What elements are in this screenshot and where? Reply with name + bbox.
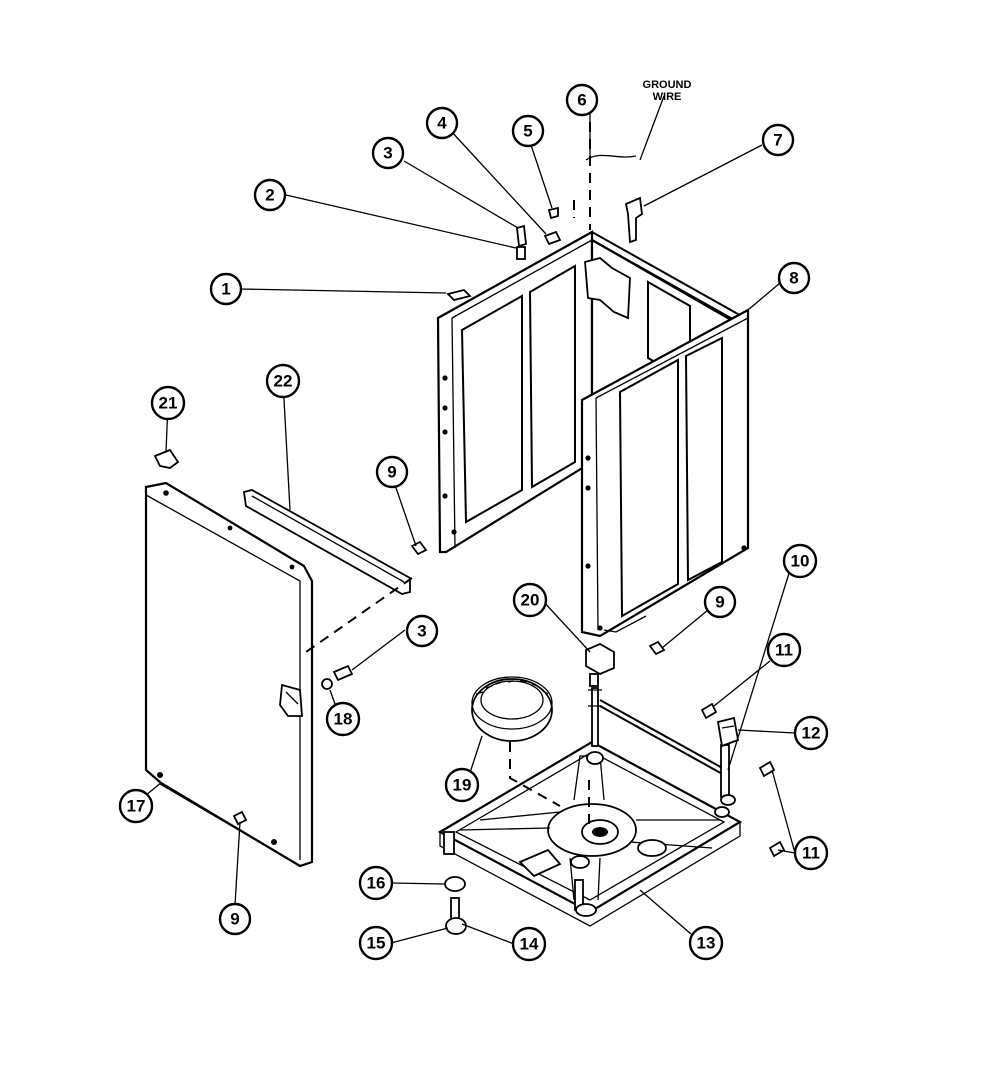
- front-panel-part: [144, 481, 314, 868]
- callout-4: 4: [425, 106, 459, 140]
- annotation-line-2: WIRE: [653, 91, 682, 103]
- svg-text:3: 3: [383, 144, 392, 163]
- callout-11-upper: 11: [766, 632, 802, 668]
- callout-21: 21: [150, 385, 186, 421]
- svg-text:22: 22: [274, 372, 293, 391]
- svg-text:2: 2: [265, 186, 274, 205]
- tub-ring-part: [471, 676, 553, 742]
- callout-8: 8: [777, 261, 811, 295]
- svg-text:5: 5: [523, 122, 532, 141]
- callout-9-cabinet: 9: [375, 455, 409, 489]
- svg-text:11: 11: [775, 641, 793, 660]
- svg-text:20: 20: [521, 591, 540, 610]
- svg-text:8: 8: [789, 269, 798, 288]
- callout-6: 6: [565, 83, 599, 117]
- callout-14: 14: [511, 926, 547, 962]
- callout-12: 12: [793, 715, 829, 751]
- svg-text:9: 9: [230, 910, 239, 929]
- callout-3: 3: [371, 136, 405, 170]
- callout-20: 20: [512, 582, 548, 618]
- callout-22: 22: [265, 363, 301, 399]
- callout-7: 7: [761, 123, 795, 157]
- svg-text:11: 11: [802, 844, 820, 863]
- svg-text:16: 16: [367, 874, 386, 893]
- svg-text:1: 1: [221, 280, 230, 299]
- svg-text:12: 12: [802, 724, 821, 743]
- bracket-part: [716, 716, 740, 748]
- svg-text:21: 21: [159, 394, 178, 413]
- annotation-line-1: GROUND: [643, 79, 692, 91]
- svg-text:18: 18: [334, 710, 353, 729]
- callout-19: 19: [444, 767, 480, 803]
- leader-lines: [139, 95, 796, 945]
- callout-3-front: 3: [405, 614, 439, 648]
- callout-13: 13: [688, 925, 724, 961]
- callout-9-front-panel: 9: [218, 902, 252, 936]
- svg-text:9: 9: [715, 593, 724, 612]
- callout-16: 16: [358, 865, 394, 901]
- rod-part: [599, 699, 736, 806]
- svg-text:14: 14: [520, 935, 539, 954]
- svg-text:6: 6: [577, 91, 586, 110]
- svg-text:17: 17: [127, 797, 146, 816]
- svg-text:7: 7: [773, 131, 782, 150]
- callout-1: 1: [209, 272, 243, 306]
- svg-text:13: 13: [697, 934, 716, 953]
- callout-5: 5: [511, 114, 545, 148]
- leg-bracket-part: [585, 642, 615, 765]
- callout-10: 10: [782, 543, 818, 579]
- callout-11-lower: 11: [793, 835, 829, 871]
- svg-text:4: 4: [437, 114, 447, 133]
- cabinet-part: [436, 230, 750, 638]
- top-small-parts: [153, 196, 786, 935]
- callout-17: 17: [118, 788, 154, 824]
- svg-text:15: 15: [367, 934, 386, 953]
- callout-18: 18: [325, 701, 361, 737]
- svg-text:10: 10: [791, 552, 810, 571]
- svg-text:3: 3: [417, 622, 426, 641]
- svg-text:19: 19: [453, 776, 472, 795]
- base-part: [437, 740, 743, 927]
- ground-wire-annotation: GROUND WIRE: [643, 79, 692, 103]
- callout-9-right-panel: 9: [703, 585, 737, 619]
- callout-2: 2: [253, 178, 287, 212]
- callout-15: 15: [358, 925, 394, 961]
- callout-group: 1 2 3 4 5 6 7 8 9 9 9 10 11 11 12 13 14 …: [118, 83, 829, 962]
- svg-text:9: 9: [387, 463, 396, 482]
